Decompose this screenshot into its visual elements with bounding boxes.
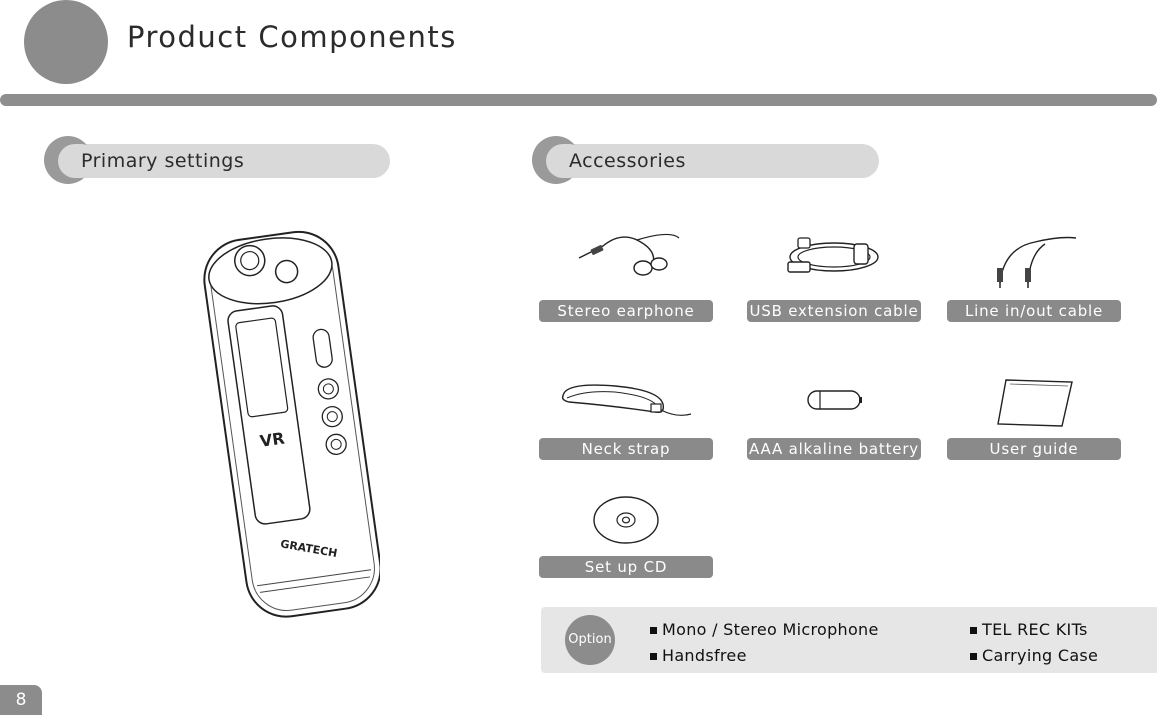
primary-section-header [60,144,390,178]
accessories-section-title: Accessories [569,150,686,172]
accessory-label-earphone: Stereo earphone [539,300,713,322]
cd-icon [592,495,660,545]
option-item: TEL REC KITs [970,620,1088,639]
screen-logo: VR [259,429,286,451]
accessories-section-overlay [546,144,586,178]
book-icon [996,378,1074,428]
header-circle-decoration [24,0,108,84]
battery-icon [806,388,864,412]
option-panel [541,607,1157,673]
usb-cable-icon [782,232,887,282]
accessory-label-neck-strap: Neck strap [539,438,713,460]
accessory-label-cd: Set up CD [539,556,713,578]
accessory-label-user-guide: User guide [947,438,1121,460]
primary-section-title: Primary settings [81,150,245,172]
page-number: 8 [0,685,42,715]
option-item: Carrying Case [970,646,1098,665]
earphone-icon [575,228,685,280]
header-divider [0,94,1157,106]
option-item: Mono / Stereo Microphone [650,620,879,639]
option-badge-label: Option [568,632,612,647]
accessories-section-header [548,144,879,178]
mp3-player-illustration: VR GRATECH [195,225,380,625]
accessory-label-battery: AAA alkaline battery [747,438,921,460]
accessory-label-line-cable: Line in/out cable [947,300,1121,322]
neck-strap-icon [555,378,695,423]
primary-section-overlay [58,144,98,178]
line-cable-icon [990,228,1080,290]
option-badge [565,615,615,665]
accessory-label-usb-cable: USB extension cable [747,300,921,322]
page-title: Product Components [127,20,457,54]
option-item: Handsfree [650,646,747,665]
